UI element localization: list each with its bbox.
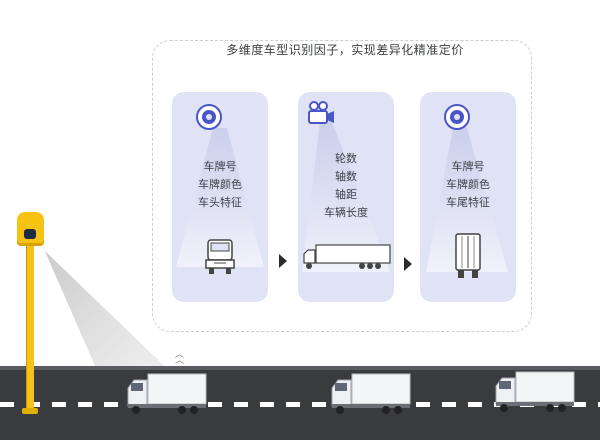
factor-list: 车牌号 车牌颜色 车头特征: [172, 158, 268, 212]
pole-base: [22, 408, 38, 414]
diagram-title: 多维度车型识别因子，实现差异化精准定价: [210, 41, 480, 58]
camera-lens: [24, 229, 36, 239]
factor-list: 轮数 轴数 轴距 车辆长度: [298, 150, 394, 222]
factor-item: 车牌颜色: [446, 178, 490, 191]
truck-front-icon: [205, 239, 235, 274]
factor-card-side: 轮数 轴数 轴距 车辆长度: [298, 92, 394, 302]
factor-card-rear: 车牌号 车牌颜色 车尾特征: [420, 92, 516, 302]
factor-item: 车牌号: [203, 160, 237, 173]
scan-beam: [302, 122, 390, 272]
factor-item: 轮数: [335, 152, 357, 165]
truck-side-icon: [303, 244, 391, 269]
truck-rear-icon: [455, 233, 481, 278]
road-curb: [0, 366, 600, 370]
camera-lens-icon: [444, 104, 470, 130]
factor-item: 轴数: [335, 170, 357, 183]
chevron-up-icon: ︿︿: [175, 350, 185, 366]
flow-arrow-icon: [279, 254, 287, 268]
factor-item: 车牌号: [451, 160, 485, 173]
lane-marking: [0, 402, 600, 407]
camera-pole: [26, 236, 34, 414]
scan-beam: [176, 128, 264, 267]
factor-item: 车辆长度: [324, 206, 368, 219]
truck-icon: [127, 373, 207, 414]
flow-arrow-icon: [404, 257, 412, 271]
factor-card-front: 车牌号 车牌颜色 车头特征: [172, 92, 268, 302]
factor-item: 车牌颜色: [198, 178, 242, 191]
factor-list: 车牌号 车牌颜色 车尾特征: [420, 158, 516, 212]
factor-frame: [152, 40, 532, 332]
truck-icon: [495, 371, 575, 412]
truck-icon: [331, 373, 411, 414]
factor-item: 车头特征: [198, 196, 242, 209]
camera-lens-icon: [196, 104, 222, 130]
factor-item: 车尾特征: [446, 196, 490, 209]
factor-item: 轴距: [335, 188, 357, 201]
scan-beam: [426, 128, 508, 272]
video-camera-icon: [308, 101, 334, 124]
